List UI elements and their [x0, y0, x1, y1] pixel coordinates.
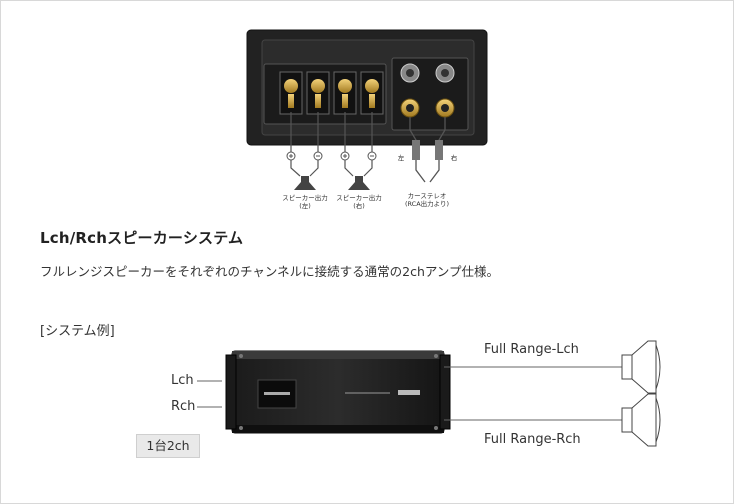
amplifier-image [225, 350, 451, 434]
output-lch-label: Full Range-Lch [484, 342, 579, 357]
speaker-terminal-2 [306, 71, 330, 115]
speaker-out-left-sub: (左) [299, 202, 311, 210]
speaker-out-right-text: スピーカー出力 [336, 194, 382, 202]
input-lch-label: Lch [171, 373, 194, 388]
example-heading: [システム例] [40, 324, 115, 339]
speaker-icon-lch [621, 340, 661, 394]
section-description: フルレンジスピーカーをそれぞれのチャンネルに接続する通常の2chアンプ仕様。 [40, 264, 499, 279]
speaker-terminal-1 [279, 71, 303, 115]
input-rch-label: Rch [171, 399, 196, 414]
speaker-terminal-4 [360, 71, 384, 115]
speaker-icon-right [348, 176, 370, 190]
car-stereo-label: カーステレオ (RCA出力より) [396, 192, 458, 208]
speaker-icon-rch [621, 393, 661, 447]
rca-left-label: 左 [397, 154, 405, 162]
speaker-icon-left [294, 176, 316, 190]
output-rch-label: Full Range-Rch [484, 432, 581, 447]
channel-badge: 1台2ch [136, 434, 200, 458]
speaker-out-left-text: スピーカー出力 [282, 194, 328, 202]
rca-right-label: 右 [450, 154, 458, 162]
section-title: Lch/Rchスピーカーシステム [40, 229, 244, 247]
car-stereo-text: カーステレオ [407, 192, 447, 200]
speaker-out-right-label: スピーカー出力 (右) [334, 194, 384, 210]
speaker-out-right-sub: (右) [353, 202, 365, 210]
speaker-out-left-label: スピーカー出力 (左) [280, 194, 330, 210]
car-stereo-sub: (RCA出力より) [404, 200, 450, 208]
